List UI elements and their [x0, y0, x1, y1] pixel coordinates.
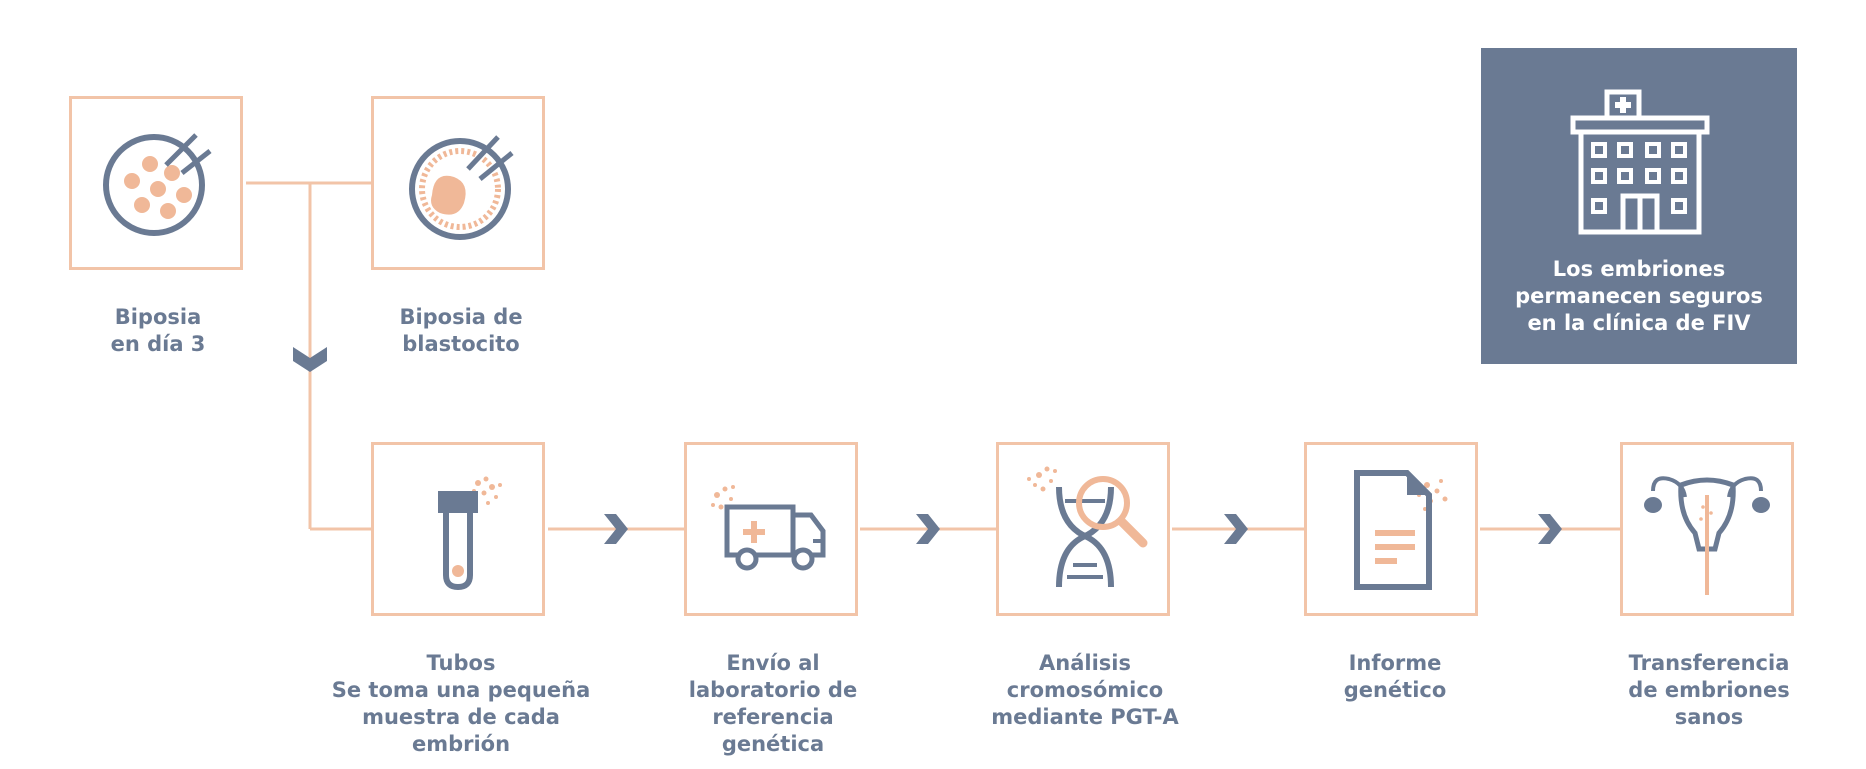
step-label-report: Informe genético [1343, 651, 1447, 702]
hospital-icon [1570, 89, 1710, 235]
chevron-right-icon [916, 514, 940, 544]
step-box-transfer [1620, 442, 1794, 616]
uterus-icon [1644, 476, 1770, 595]
step-box-biopsy-day3 [69, 96, 243, 270]
step-box-report [1304, 442, 1478, 616]
step-label-tubes: Tubos Se toma una pequeña muestra de cad… [331, 651, 591, 756]
chevron-right-icon [1538, 514, 1562, 544]
document-icon [1354, 470, 1448, 590]
chevron-down-icon [293, 347, 327, 372]
step-label-biopsy-day3: Biposia en día 3 [110, 305, 206, 356]
chevron-right-icon [1224, 514, 1248, 544]
step-box-tubes [371, 442, 545, 616]
ambulance-icon [711, 485, 826, 571]
clinic-text: Los embriones permanecen seguros en la c… [1515, 257, 1763, 335]
step-box-analysis [996, 442, 1170, 616]
blastocyst-icon [409, 135, 514, 240]
step-box-shipping [684, 442, 858, 616]
test-tube-icon [438, 476, 502, 591]
chevron-right-icon [604, 514, 628, 544]
step-label-analysis: Análisis cromosómico mediante PGT-A [991, 651, 1179, 729]
dna-magnifier-icon [1027, 466, 1148, 588]
step-label-transfer: Transferencia de embriones sanos [1628, 651, 1790, 729]
step-box-biopsy-blastocyst [371, 96, 545, 270]
clinic-panel: Los embriones permanecen seguros en la c… [1481, 48, 1797, 364]
step-label-biopsy-blastocyst: Biposia de blastocito [399, 305, 523, 356]
step-label-shipping: Envío al laboratorio de referencia genét… [688, 651, 858, 756]
petri-dish-icon [103, 133, 212, 236]
